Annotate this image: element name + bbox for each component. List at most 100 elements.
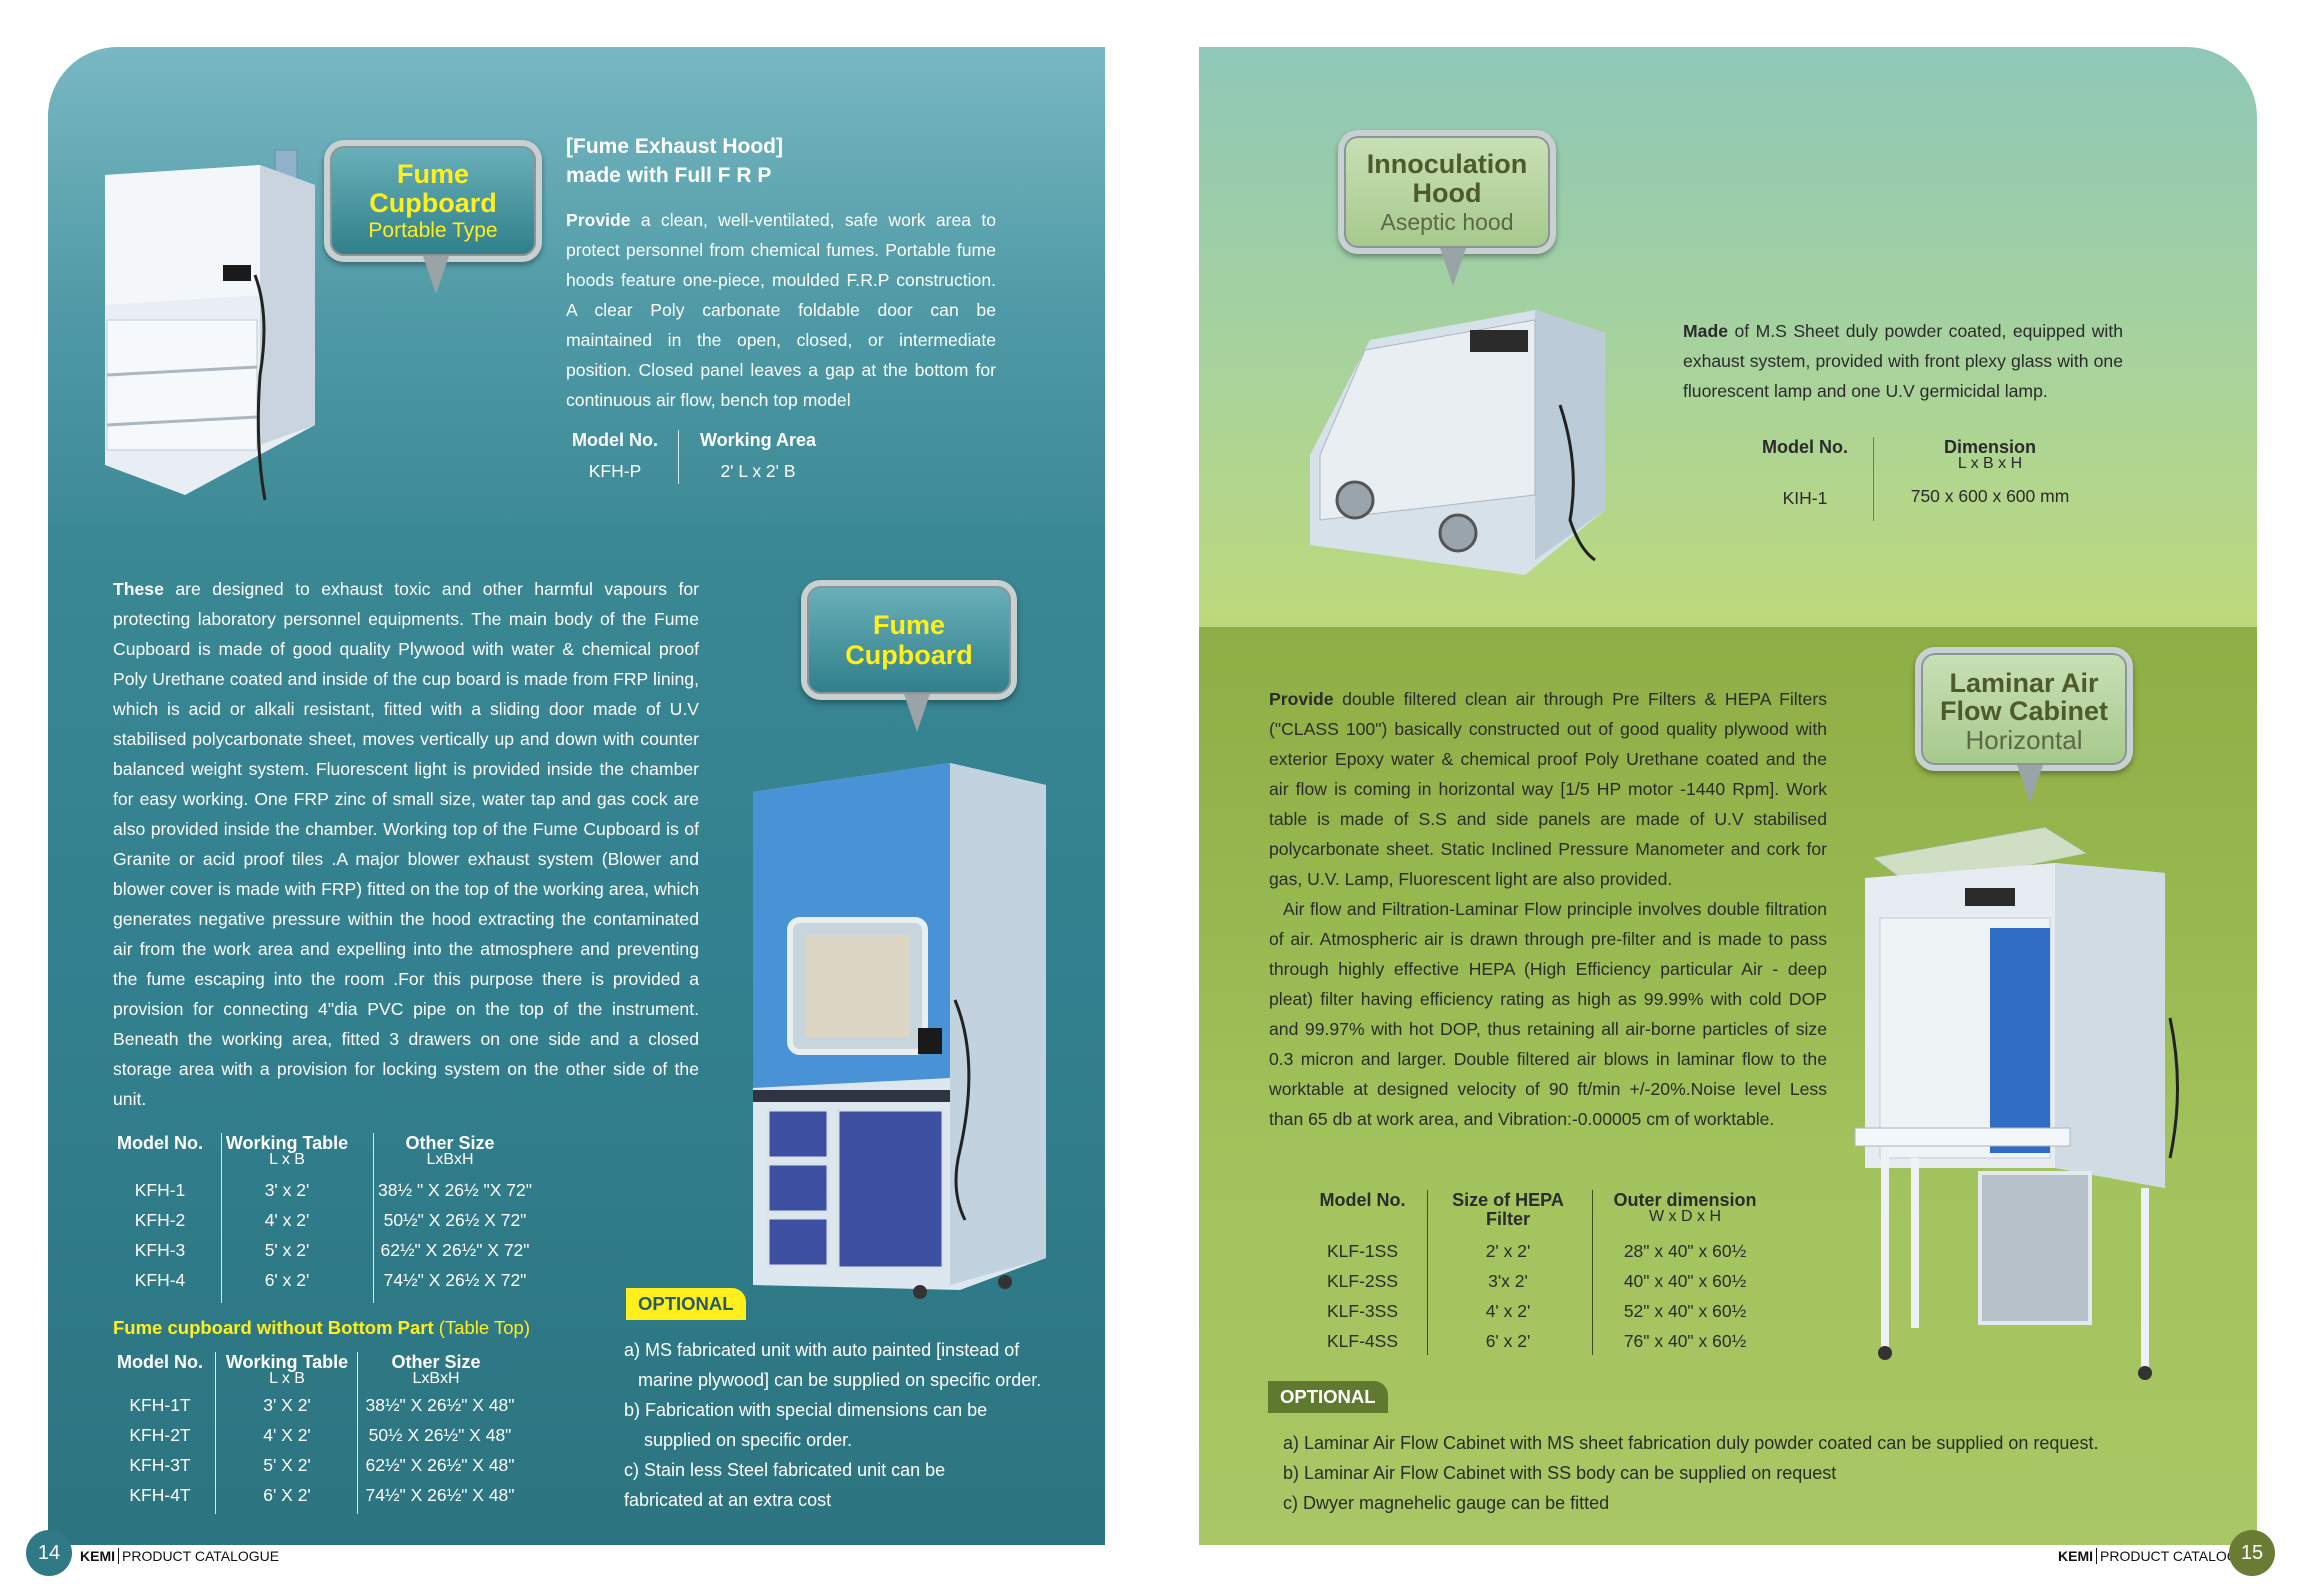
innoculation-lead: Made [1683,321,1728,341]
laminar-text-1: double filtered clean air through Pre Fi… [1269,689,1827,889]
bubble-subtitle: Portable Type [368,219,498,242]
table-cell: KFH-4T [129,1485,191,1505]
table-cell: KLF-4SS [1327,1331,1398,1351]
bubble-subtitle: Aseptic hood [1380,209,1514,235]
innoculation-text: of M.S Sheet duly powder coated, equippe… [1683,321,2123,401]
table-divider [215,1352,216,1514]
bubble-title-line1: Innoculation [1366,149,1528,179]
laminar-principle: Air flow and Filtration-Laminar Flow pri… [1269,899,1827,1129]
portable-description: Provide a clean, well-ventilated, safe w… [566,205,996,415]
table-divider [221,1133,222,1303]
table-subheader: LxBxH [412,1370,460,1387]
table-cell: KFH-1 [134,1180,186,1200]
table-cell: KFH-P [588,461,642,481]
table-cell: 40" x 40" x 60½ [1623,1271,1747,1291]
footer-brand: KEMI [80,1548,115,1564]
table-cell: KFH-2T [129,1425,191,1445]
portable-heading-line2: made with Full F R P [566,164,772,187]
without-bottom-title: Fume cupboard without Bottom Part (Table… [113,1315,530,1341]
table-cell: 6' X 2' [263,1485,311,1505]
portable-fume-hood-image [105,149,315,501]
table-cell: 5' X 2' [263,1455,311,1475]
table-divider [357,1352,358,1514]
cupboard-lead: These [113,579,164,599]
table-header-model: Model No. [1762,437,1848,457]
table-header-model: Model No. [117,1352,203,1372]
optional-item: fabricated at an extra cost [624,1490,832,1510]
table-subheader: LxBxH [426,1151,474,1168]
table-header-model: Model No. [117,1133,203,1153]
table-header-hepa-size-line2: Filter [1485,1209,1530,1229]
table-cell: 38½ " X 26½ "X 72" [378,1180,532,1200]
bubble-tail [1440,248,1466,286]
portable-lead: Provide [566,210,631,230]
table-divider [1873,437,1874,521]
table-subheader: L x B [269,1151,305,1168]
optional-item: c) Dwyer magnehelic gauge can be fitted [1283,1493,1610,1513]
portable-heading-line1: [Fume Exhaust Hood] [566,135,784,158]
portable-heading: [Fume Exhaust Hood] made with Full F R P [566,132,783,190]
table-cell: 2' x 2' [1485,1241,1531,1261]
bubble-tail [423,256,449,294]
innoculation-hood-bubble: Innoculation Hood Aseptic hood [1338,130,1556,286]
table-cell: 6' x 2' [264,1270,310,1290]
table-cell: KLF-2SS [1327,1271,1398,1291]
table-cell: 38½" X 26½" X 48" [365,1395,515,1415]
table-header-dimension: Dimension [1943,437,2036,457]
table-cell: 62½" X 26½" X 72" [380,1240,530,1260]
table-cell: KFH-4 [134,1270,186,1290]
table-header-hepa-size: Size of HEPA [1452,1190,1564,1210]
right-page [1199,47,2257,1545]
optional-item: b) Laminar Air Flow Cabinet with SS body… [1283,1463,1837,1483]
optional-item: supplied on specific order. [644,1430,853,1450]
table-cell: KFH-2 [134,1210,186,1230]
right-page-number: 15 [2229,1530,2275,1576]
table-cell: 4' X 2' [263,1425,311,1445]
without-bottom-title-text: Fume cupboard without Bottom Part [113,1317,434,1338]
bubble-title-line2: Cupboard [369,188,497,218]
footer-text: PRODUCT CATALOGUE [2096,1548,2258,1564]
table-cell: 52" x 40" x 60½ [1623,1301,1747,1321]
fume-cupboard-image [753,763,1046,1299]
optional-item: a) Laminar Air Flow Cabinet with MS shee… [1283,1433,2099,1453]
laminar-air-flow-bubble: Laminar Air Flow Cabinet Horizontal [1915,647,2133,803]
table-header-outer-dimension: Outer dimension [1613,1190,1757,1210]
table-cell: 62½" X 26½" X 48" [365,1455,515,1475]
cupboard-description: These are designed to exhaust toxic and … [113,574,699,1114]
left-optional-badge: OPTIONAL [626,1288,746,1320]
table-cell: KFH-1T [129,1395,191,1415]
innoculation-hood-image [1310,310,1605,575]
table-cell: 2' L x 2' B [720,461,796,481]
bubble-title-line2: Hood [1412,178,1482,208]
left-page-number: 14 [26,1530,72,1576]
laminar-air-flow-cabinet-image [1854,827,2179,1380]
right-optional-badge: OPTIONAL [1268,1381,1388,1413]
table-header-working-table: Working Table [225,1352,349,1372]
table-divider [1592,1190,1593,1355]
bubble-tail [2017,765,2043,803]
portable-fume-cupboard-bubble: Fume Cupboard Portable Type [324,140,542,294]
table-cell: 4' x 2' [1485,1301,1531,1321]
table-header-model: Model No. [1319,1190,1406,1210]
table-cell: KLF-3SS [1327,1301,1398,1321]
table-cell: 3' x 2' [264,1180,310,1200]
table-cell: 28" x 40" x 60½ [1623,1241,1747,1261]
table-cell: KIH-1 [1782,488,1828,508]
table-header-working-table: Working Table [225,1133,349,1153]
without-bottom-suffix: (Table Top) [438,1317,530,1338]
cupboard-text: are designed to exhaust toxic and other … [113,579,699,1109]
bubble-subtitle: Horizontal [1965,725,2083,755]
portable-text: a clean, well-ventilated, safe work area… [566,210,996,410]
table-cell: 74½" X 26½" X 48" [365,1485,515,1505]
bubble-title-line2: Cupboard [845,640,973,670]
right-optional-list: a) Laminar Air Flow Cabinet with MS shee… [1283,1428,2098,1518]
optional-item: marine plywood] can be supplied on speci… [638,1370,1042,1390]
bubble-title-line1: Fume [396,159,469,189]
table-subheader: L x B [269,1370,305,1387]
laminar-lead: Provide [1269,689,1334,709]
table-cell: KFH-3T [129,1455,191,1475]
table-divider [678,430,679,484]
bubble-tail [904,694,930,732]
